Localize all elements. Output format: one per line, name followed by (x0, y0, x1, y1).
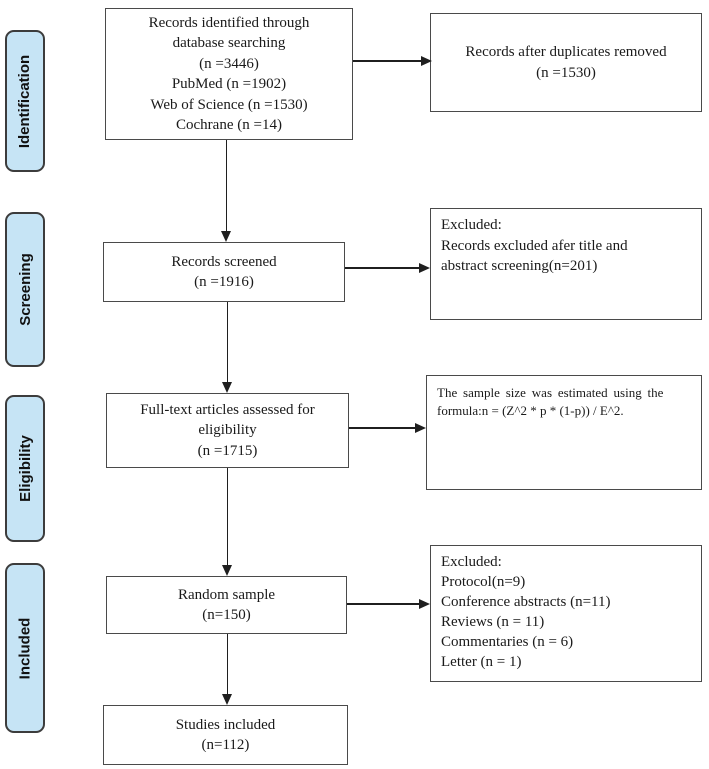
stage-label-screening-text: Screening (16, 253, 34, 326)
box-studies-included-text: Studies included (n=112) (175, 716, 276, 754)
box-records-screened-text: Records screened (n =1916) (171, 253, 277, 291)
arrow-line-fulltext-to-sample (226, 468, 228, 567)
stage-label-eligibility-text: Eligibility (16, 435, 34, 502)
arrow-line-sample-to-excluded (347, 603, 421, 605)
box-excluded-title-abstract: Excluded: Records excluded afer title an… (430, 208, 702, 320)
box-random-sample-text: Random sample (n=150) (177, 586, 276, 624)
stage-label-included-text: Included (16, 617, 34, 679)
box-records-screened: Records screened (n =1916) (103, 242, 345, 302)
box-excluded-title-abstract-text: Excluded: Records excluded afer title an… (441, 217, 628, 274)
arrowhead-fulltext-to-sample (221, 565, 232, 576)
stage-label-eligibility: Eligibility (5, 395, 45, 542)
formula-line-2: formula:n = (Z^2 * p * (1-p)) / E^2. (437, 403, 624, 418)
box-excluded-random-sample-text: Excluded: Protocol(n=9) Conference abstr… (441, 554, 611, 670)
box-records-identified-text: Records identified through database sear… (148, 14, 310, 134)
arrowhead-fulltext-to-formula (415, 422, 426, 433)
box-studies-included: Studies included (n=112) (103, 705, 348, 765)
arrowhead-identified-to-screened (220, 231, 231, 242)
arrow-line-fulltext-to-formula (349, 427, 417, 429)
box-duplicates-removed-text: Records after duplicates removed (n =153… (465, 44, 667, 81)
stage-label-included: Included (5, 563, 45, 733)
box-full-text-assessed-text: Full-text articles assessed for eligibil… (140, 401, 315, 459)
stage-label-identification: Identification (5, 30, 45, 172)
stage-label-identification-text: Identification (16, 54, 34, 148)
formula-line-1: The sample size was estimated using the (437, 385, 664, 400)
arrowhead-sample-to-included (221, 694, 232, 705)
box-sample-size-formula-text: The sample size was estimated using the … (427, 376, 673, 428)
box-full-text-assessed: Full-text articles assessed for eligibil… (106, 393, 349, 468)
box-random-sample: Random sample (n=150) (106, 576, 347, 634)
stage-label-screening: Screening (5, 212, 45, 367)
box-sample-size-formula: The sample size was estimated using the … (426, 375, 702, 490)
box-duplicates-removed: Records after duplicates removed (n =153… (430, 13, 702, 112)
arrow-line-identified-to-duplicates (353, 60, 423, 62)
arrow-line-screened-to-fulltext (226, 302, 228, 384)
box-excluded-random-sample: Excluded: Protocol(n=9) Conference abstr… (430, 545, 702, 682)
arrowhead-screened-to-excluded (419, 262, 430, 273)
arrowhead-identified-to-duplicates (421, 55, 432, 66)
arrowhead-sample-to-excluded (419, 598, 430, 609)
arrow-line-screened-to-excluded (345, 267, 421, 269)
arrowhead-screened-to-fulltext (221, 382, 232, 393)
arrow-line-identified-to-screened (225, 140, 227, 233)
arrow-line-sample-to-included (226, 634, 228, 696)
box-records-identified: Records identified through database sear… (105, 8, 353, 140)
